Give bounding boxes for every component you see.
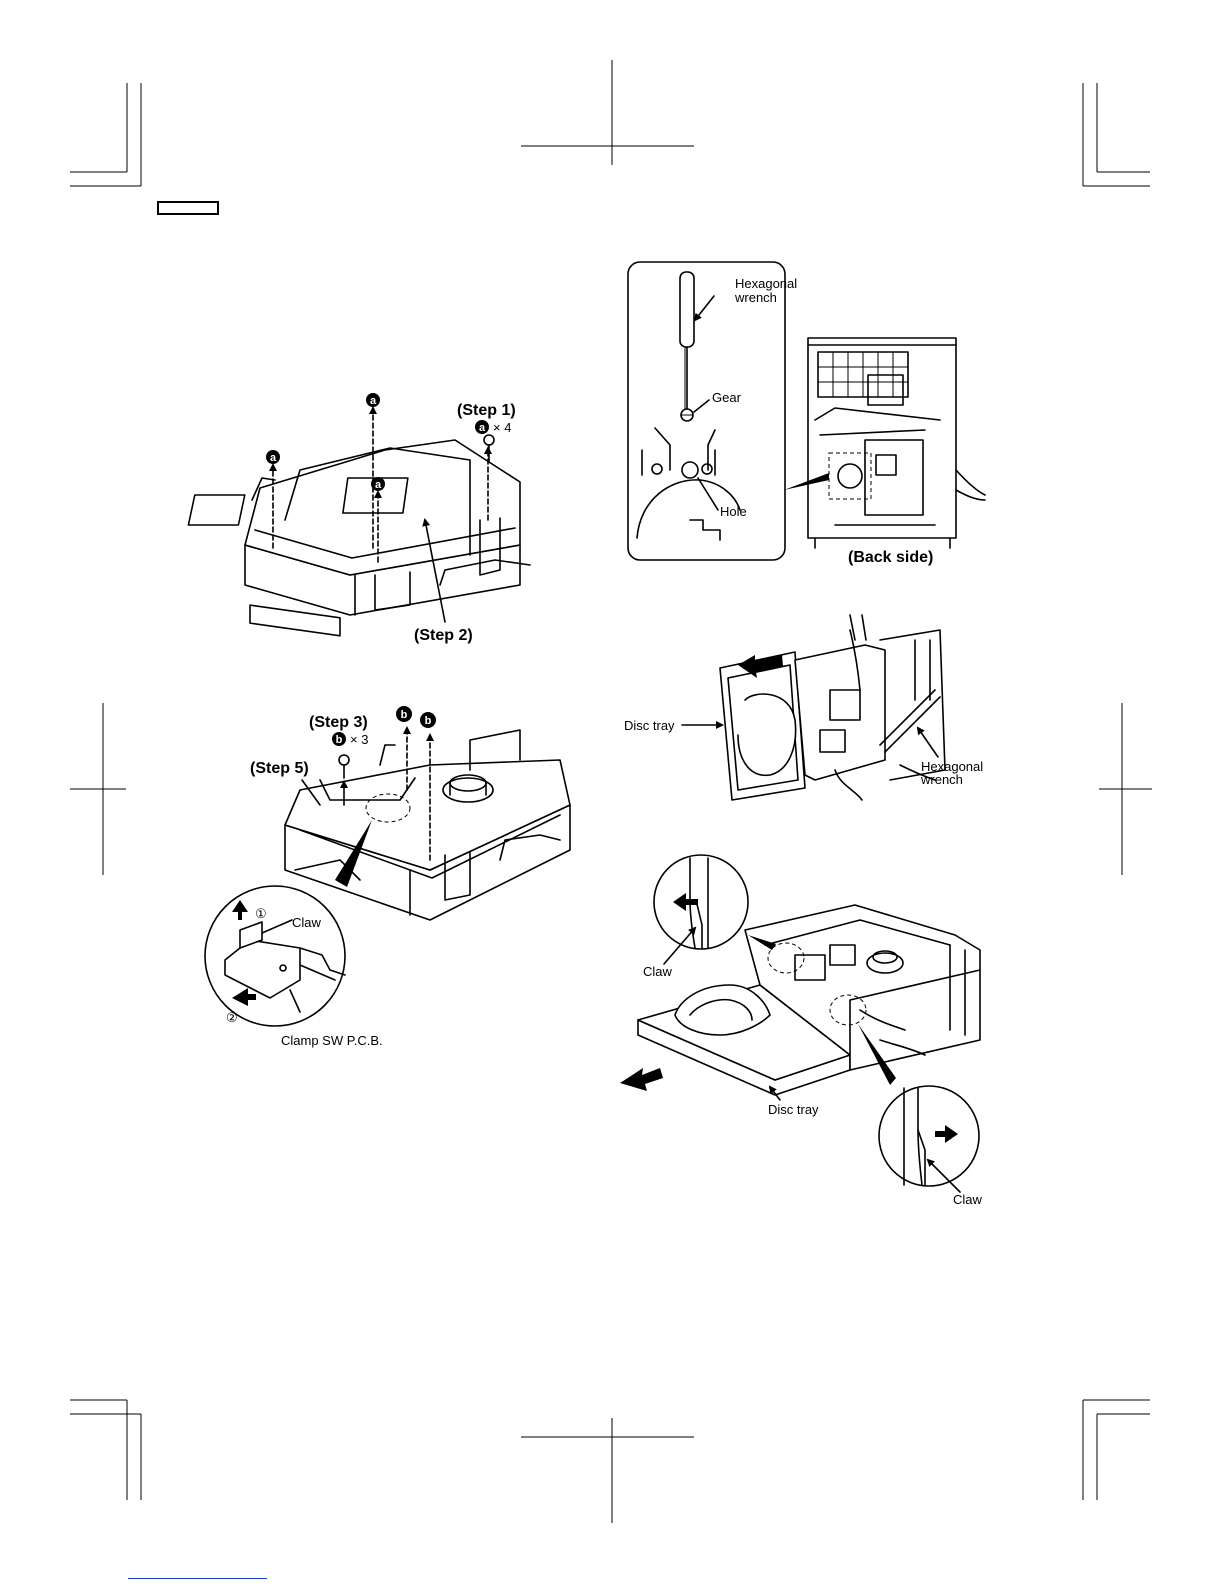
gear-label: Gear [712,390,742,405]
svg-text:a: a [479,422,486,434]
step1-label: (Step 1) [457,402,516,419]
marker-a: a [366,393,380,407]
claw-label-right: Claw [953,1192,983,1207]
marker-a: a [371,477,385,491]
back-side-label: (Back side) [848,549,933,566]
screw-icon [484,435,494,462]
detail-box-wrench-gear [628,262,785,560]
step3-label: (Step 3) [309,714,368,731]
detail-zoom-claw-right [879,1086,979,1186]
disc-tray-label: Disc tray [624,718,675,733]
marker-b: b [396,706,412,722]
svg-text:b: b [336,734,343,746]
diagram-disc-tray-slide: Disc tray Hexagonal wrench [624,615,983,800]
hole-label: Hole [720,504,747,519]
marker-b: b [420,712,436,728]
mechanism-top-view [188,440,530,636]
detail-zoom-claw-left [654,855,748,949]
svg-text:a: a [375,479,382,491]
step2-label: (Step 2) [414,627,473,644]
step1-quantity: × 4 [493,420,511,435]
gear-icon [681,409,693,421]
hex-wrench-label-line1: Hexagonal [735,276,797,291]
marker-b: b [332,732,346,746]
crop-marks [70,60,1152,1523]
callout-number-2: ② [226,1010,238,1025]
claw-label-left: Claw [643,964,673,979]
svg-text:b: b [425,715,432,727]
marker-a: a [475,420,489,434]
diagram-disc-tray-removal: Claw Disc tray Claw [620,855,983,1207]
claw-label: Claw [292,915,322,930]
mechanism-back-side [808,338,985,548]
screw-icon [339,755,349,778]
svg-text:a: a [370,395,377,407]
diagram-gear-back-side: Hexagonal wrench Gear Hole (Back side) [628,262,985,566]
svg-text:b: b [401,709,408,721]
mechanism-side-view [720,615,945,800]
diagram-step3-clamp-pcb: b b (Step 3) b × 3 (Step 5) ① Claw ② Cla… [205,706,570,1048]
marker-a: a [266,450,280,464]
disc-tray-label: Disc tray [768,1102,819,1117]
step3-quantity: × 3 [350,732,368,747]
callout-number-1: ① [255,906,267,921]
diagram-step1-top-cover: a a a (Step 1) a × 4 (Step 2) [188,393,530,644]
mechanism-bottom-view [285,730,570,920]
step5-label: (Step 5) [250,760,309,777]
hex-wrench-label-line2: wrench [920,772,963,787]
clamp-pcb-label: Clamp SW P.C.B. [281,1033,383,1048]
hex-wrench-label-line2: wrench [734,290,777,305]
footer-link-underline [128,1578,267,1579]
svg-text:a: a [270,452,277,464]
detail-zoom-clamp-pcb [205,886,345,1026]
